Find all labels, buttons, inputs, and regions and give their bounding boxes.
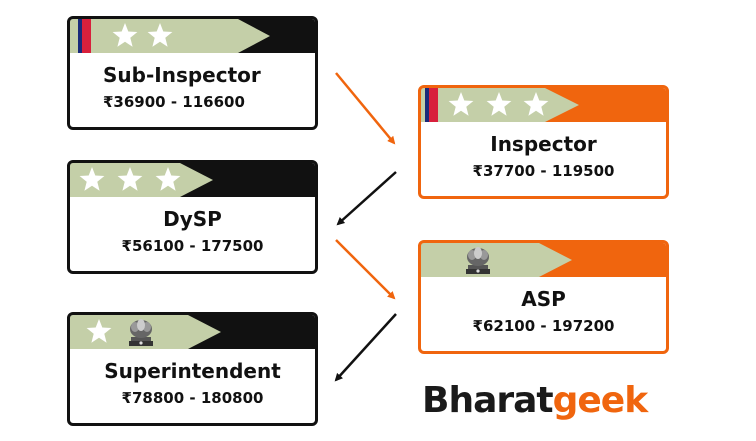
insignia-band [70, 163, 315, 197]
insignia-national-emblem [421, 243, 572, 277]
star-icon [147, 23, 173, 47]
star-icon [86, 319, 112, 343]
rank-title: DySP [163, 207, 222, 231]
rank-title: Superintendent [104, 359, 281, 383]
insignia-two-stars-ribbon [70, 19, 270, 53]
pay-scale: ₹36900 - 116600 [103, 93, 245, 111]
rank-title: Sub-Inspector [103, 63, 261, 87]
star-icon [79, 167, 105, 191]
rank-title: Inspector [490, 132, 597, 156]
pay-scale: ₹78800 - 180800 [121, 389, 264, 407]
national-emblem-icon [129, 319, 153, 346]
bharatgeek-logo: Bharatgeek [422, 380, 649, 421]
rank-card-inspector: Inspector ₹37700 - 119500 [418, 85, 669, 199]
rank-card-dysp: DySP ₹56100 - 177500 [67, 160, 318, 274]
insignia-band [421, 243, 666, 277]
rank-card-asp: ASP ₹62100 - 197200 [418, 240, 669, 354]
insignia-band [70, 315, 315, 349]
insignia-three-stars [70, 163, 213, 197]
insignia-band [70, 19, 315, 53]
arrow-sub-inspector-to-inspector [335, 72, 396, 145]
arrow-asp-to-superintendent [334, 313, 397, 382]
logo-part-bharat: Bharat [422, 380, 554, 421]
star-icon [112, 23, 138, 47]
star-icon [486, 92, 512, 116]
rank-card-superintendent: Superintendent ₹78800 - 180800 [67, 312, 318, 426]
rank-card-sub-inspector: Sub-Inspector ₹36900 - 116600 [67, 16, 318, 130]
logo-part-geek: geek [552, 380, 649, 421]
national-emblem-icon [466, 247, 490, 274]
pay-scale: ₹62100 - 197200 [472, 317, 615, 335]
star-icon [155, 167, 181, 191]
insignia-star-and-emblem [70, 315, 221, 349]
star-icon [448, 92, 474, 116]
insignia-three-stars-ribbon [421, 88, 579, 122]
pay-scale: ₹56100 - 177500 [121, 237, 264, 255]
star-icon [523, 92, 549, 116]
arrow-inspector-to-dysp [336, 171, 397, 226]
pay-scale: ₹37700 - 119500 [472, 162, 615, 180]
insignia-band [421, 88, 666, 122]
rank-title: ASP [521, 287, 566, 311]
star-icon [117, 167, 143, 191]
arrow-dysp-to-asp [335, 239, 396, 300]
